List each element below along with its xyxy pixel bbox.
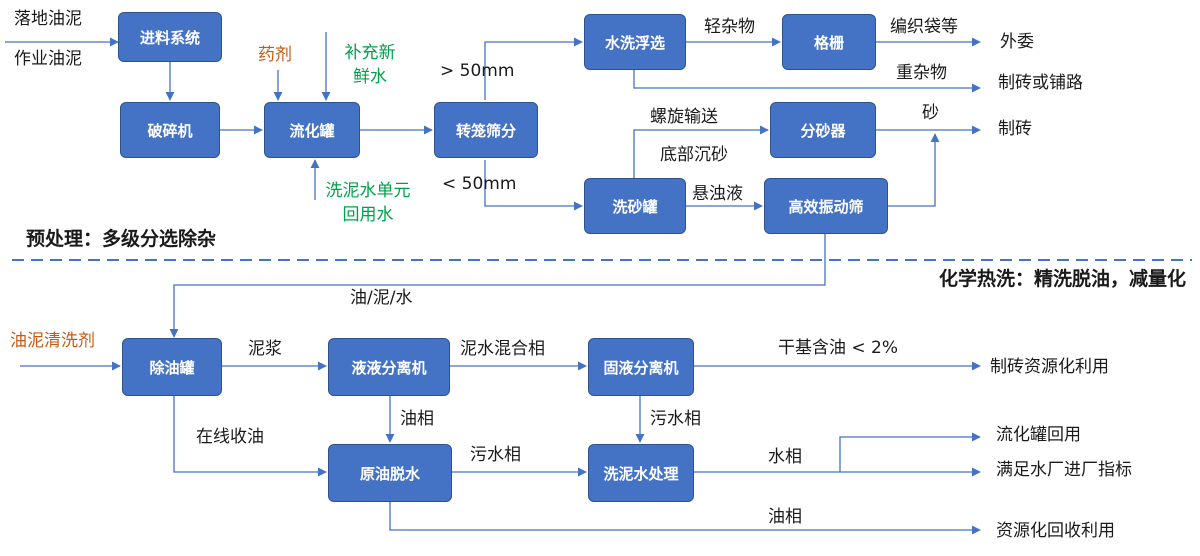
fluidizing-tank-box: 流化罐 bbox=[264, 102, 360, 158]
arrow-screen-to-sand-tank bbox=[484, 160, 583, 211]
arrow-vibrating-screen-to-degreasing bbox=[169, 234, 826, 338]
slurry-label: 泥浆 bbox=[248, 339, 282, 359]
sand-washing-tank-box: 洗砂罐 bbox=[584, 178, 686, 234]
recycle-water-label-line2: 回用水 bbox=[342, 205, 394, 225]
bricks-or-paving-label: 制砖或铺路 bbox=[998, 73, 1083, 93]
dry-oil-content-label: 干基含油 < 2% bbox=[778, 338, 899, 358]
oil-phase-label-2: 油相 bbox=[768, 507, 802, 527]
water-flotation-box: 水洗浮选 bbox=[584, 14, 686, 70]
cleaning-agent-label: 油泥清洗剂 bbox=[10, 331, 95, 351]
oil-phase-label-1: 油相 bbox=[400, 409, 434, 429]
crusher-box: 破碎机 bbox=[120, 102, 220, 158]
input-ground-sludge-label: 落地油泥 bbox=[14, 9, 82, 29]
wastewater-treatment-box: 洗泥水处理 bbox=[588, 444, 694, 502]
meet-plant-standard-label: 满足水厂进厂指标 bbox=[996, 460, 1132, 480]
arrow-degreasing-to-dehydration bbox=[173, 396, 327, 477]
crude-dehydration-box: 原油脱水 bbox=[328, 444, 452, 502]
arrow-wastewater-to-reuse bbox=[839, 432, 981, 472]
light-debris-label: 轻杂物 bbox=[704, 17, 755, 37]
woven-bags-label: 编织袋等 bbox=[890, 17, 958, 37]
arrow-flotation-to-bricks bbox=[633, 70, 981, 93]
liquid-separator-box: 液液分离机 bbox=[328, 338, 450, 396]
gt-50mm-label: > 50mm bbox=[440, 61, 515, 81]
online-oil-recovery-label: 在线收油 bbox=[196, 427, 264, 447]
resource-recovery-label: 资源化回收利用 bbox=[996, 521, 1115, 541]
sand-label: 砂 bbox=[922, 103, 939, 123]
feed-system-box: 进料系统 bbox=[118, 12, 222, 62]
input-operation-sludge-label: 作业油泥 bbox=[14, 49, 82, 69]
arrow-sand-tank-to-separator bbox=[633, 125, 769, 178]
sand-separator-box: 分砂器 bbox=[770, 102, 876, 158]
oil-mud-water-label: 油/泥/水 bbox=[350, 288, 413, 308]
recycle-water-label-line1: 洗泥水单元 bbox=[325, 181, 411, 201]
reagent-label: 药剂 bbox=[258, 45, 292, 65]
screw-conveyor-label: 螺旋输送 bbox=[650, 107, 718, 127]
grid-box: 格栅 bbox=[782, 14, 876, 70]
makeup-water-label-line1: 补充新 bbox=[344, 43, 396, 63]
arrow-vibrating-screen-up bbox=[888, 133, 940, 207]
vibrating-screen-box: 高效振动筛 bbox=[764, 178, 888, 234]
makeup-water-label-line2: 鲜水 bbox=[353, 67, 387, 87]
mud-water-phase-label: 泥水混合相 bbox=[460, 339, 545, 359]
sewage-phase-label-1: 污水相 bbox=[650, 409, 701, 429]
reuse-fluidizing-label: 流化罐回用 bbox=[996, 425, 1081, 445]
degreasing-tank-box: 除油罐 bbox=[122, 338, 222, 396]
solid-liquid-separator-box: 固液分离机 bbox=[588, 338, 694, 396]
brick-making-label: 制砖 bbox=[998, 119, 1032, 139]
bottom-sand-label: 底部沉砂 bbox=[660, 145, 728, 165]
heavy-debris-label: 重杂物 bbox=[896, 63, 947, 83]
chemical-wash-section-title: 化学热洗：精洗脱油，减量化 bbox=[938, 268, 1186, 290]
brick-resource-label: 制砖资源化利用 bbox=[990, 357, 1109, 377]
outsourced-label: 外委 bbox=[1000, 32, 1034, 52]
rotary-screen-box: 转笼筛分 bbox=[434, 102, 538, 158]
pretreatment-section-title: 预处理：多级分选除杂 bbox=[26, 228, 217, 250]
arrow-screen-to-flotation bbox=[484, 37, 583, 100]
sewage-phase-label-2: 污水相 bbox=[470, 445, 521, 465]
lt-50mm-label: < 50mm bbox=[442, 174, 517, 194]
water-phase-label: 水相 bbox=[768, 447, 802, 467]
suspension-label: 悬浊液 bbox=[692, 184, 743, 204]
arrow-dehydration-to-resource bbox=[389, 502, 981, 535]
